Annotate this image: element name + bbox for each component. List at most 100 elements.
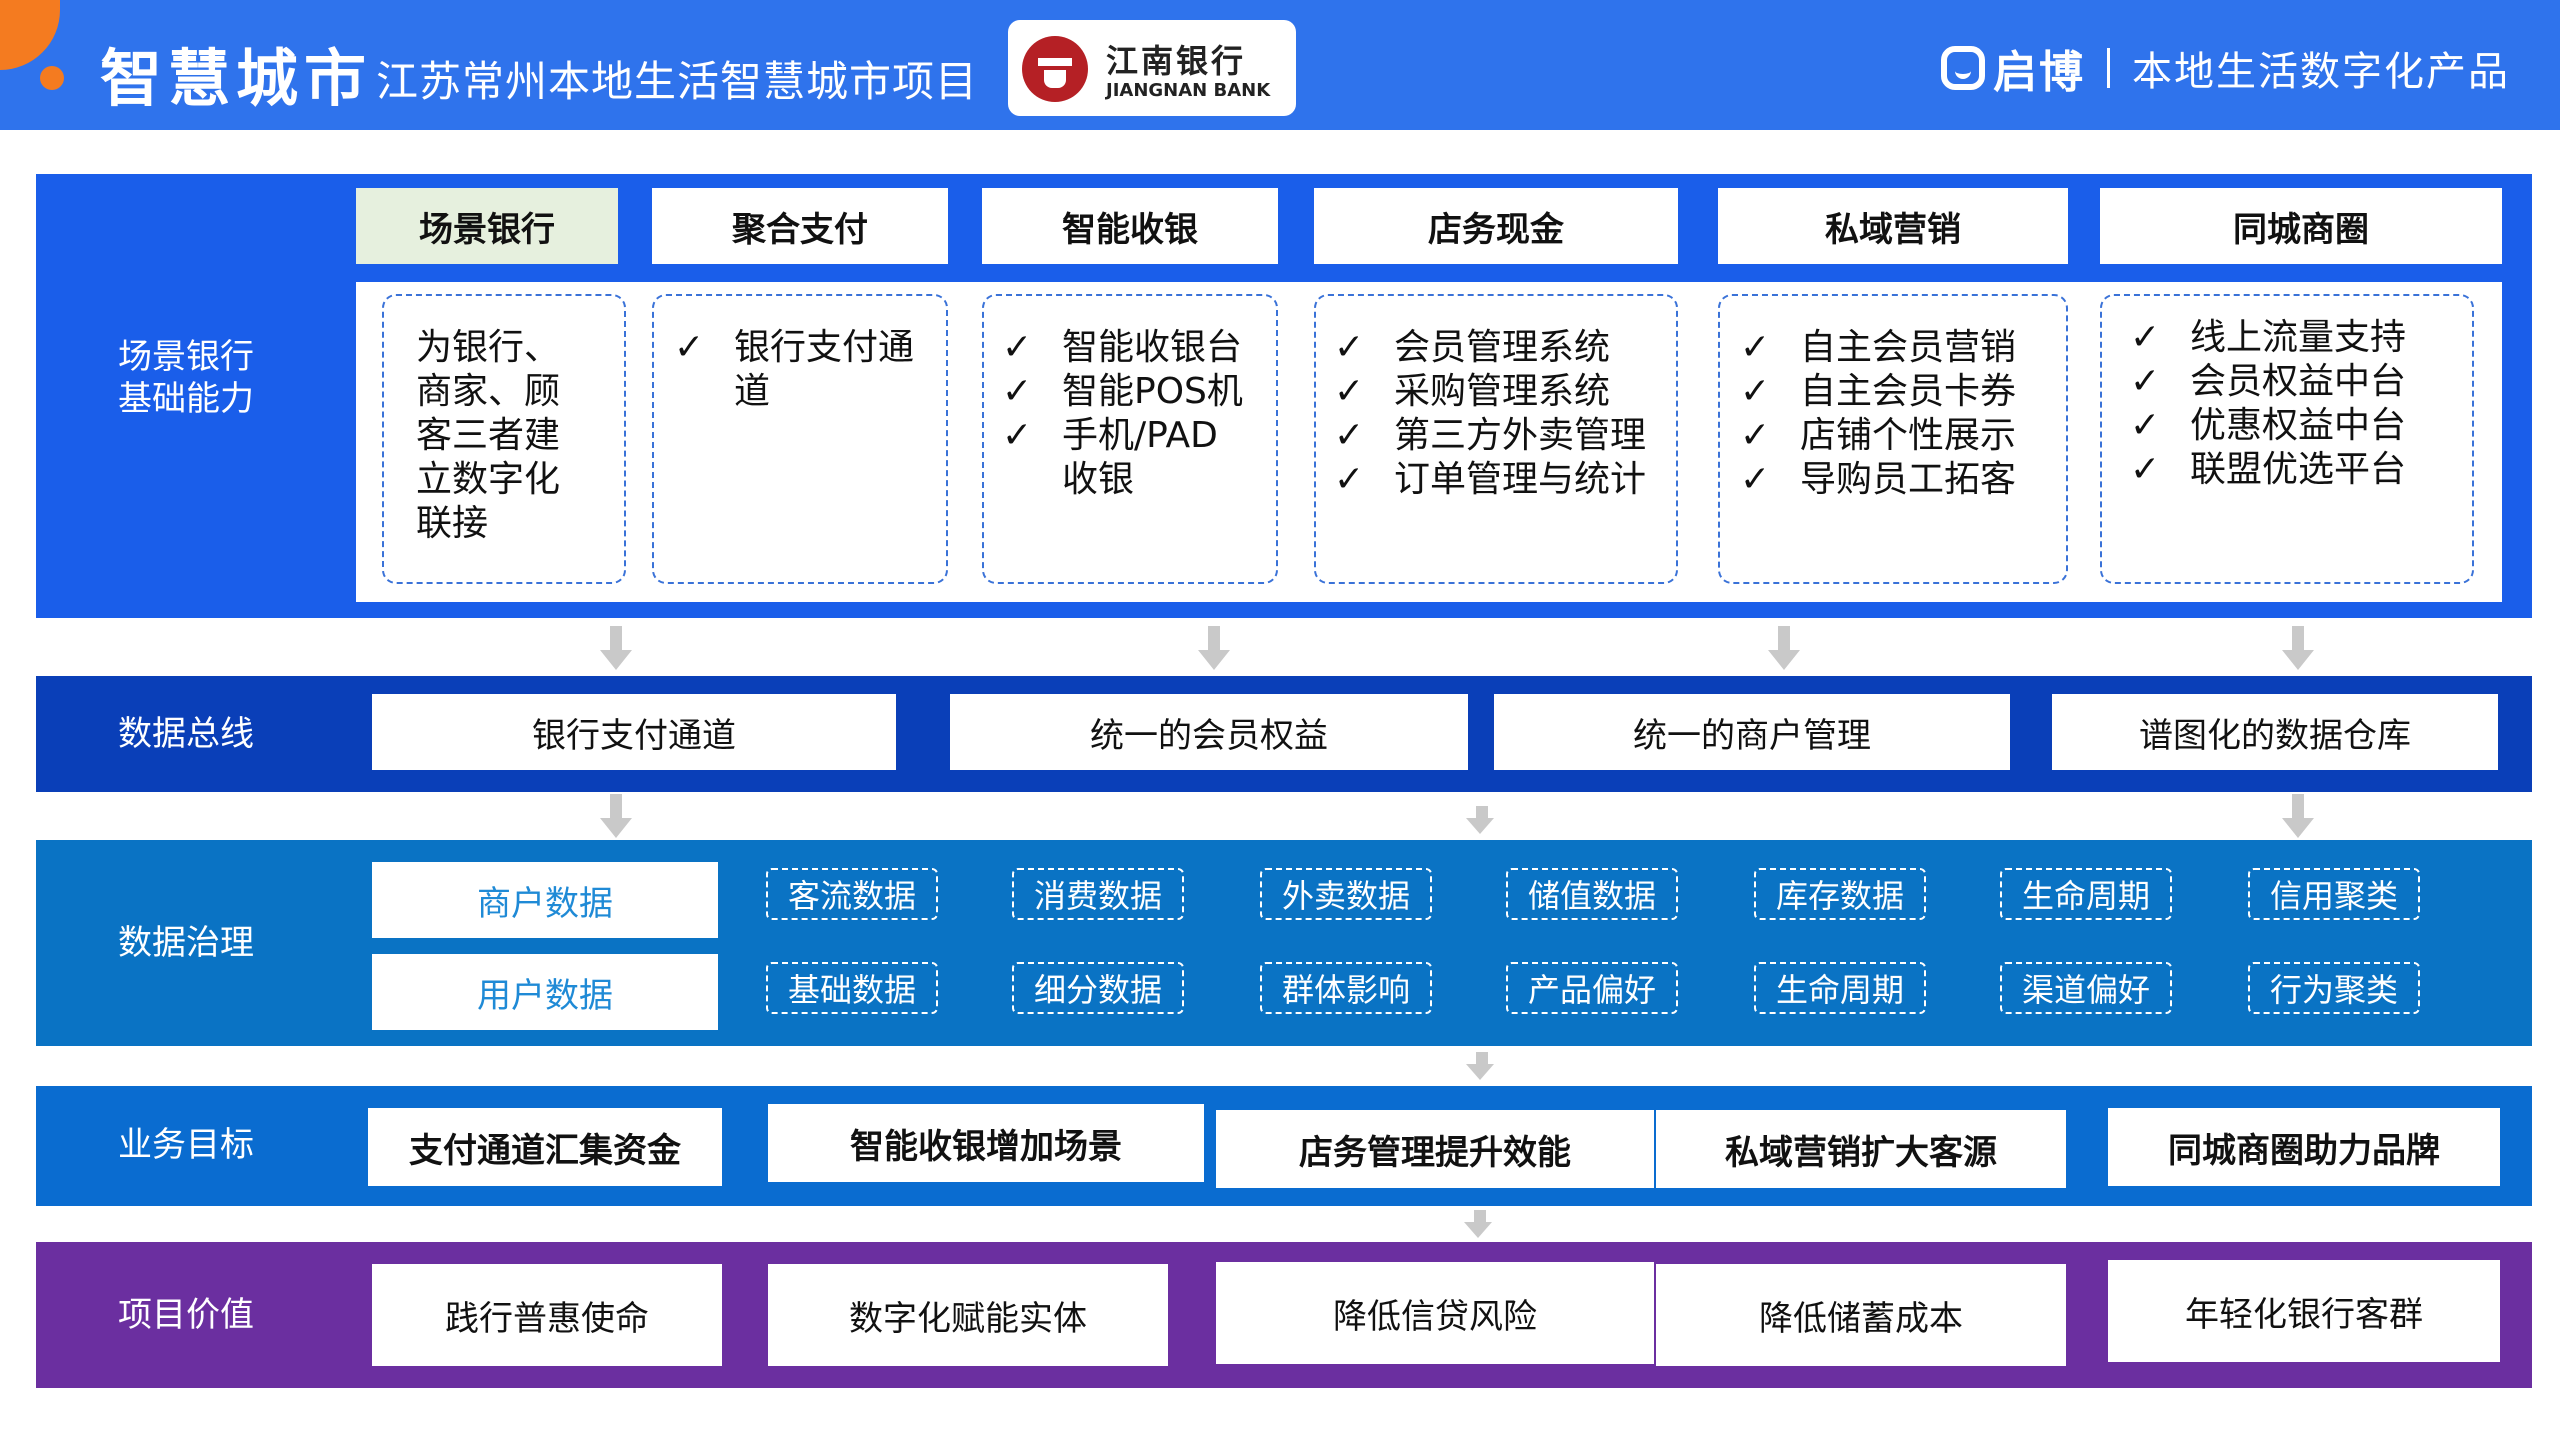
feature-item: ✓第三方外卖管理 — [1334, 415, 1647, 456]
tab-store-cash: 店务现金 — [1314, 188, 1678, 264]
project-value-box: 践行普惠使命 — [372, 1264, 722, 1366]
feature-item: ✓导购员工拓客 — [1740, 459, 2017, 500]
feature-card-store-cash: ✓会员管理系统 ✓采购管理系统 ✓第三方外卖管理 ✓订单管理与统计 — [1314, 294, 1678, 584]
checkmark-icon: ✓ — [1740, 415, 1771, 456]
feature-item: ✓优惠权益中台 — [2130, 405, 2407, 446]
tab-smart-cashier: 智能收银 — [982, 188, 1278, 264]
checkmark-icon: ✓ — [1334, 415, 1365, 456]
scene-bank-capability-band: 场景银行 基础能力 场景银行 聚合支付 智能收银 店务现金 私域营销 同城商圈 … — [36, 174, 2532, 618]
brand-divider — [2107, 48, 2110, 88]
down-arrow-icon — [1464, 1210, 1496, 1240]
data-bus-box: 银行支付通道 — [372, 694, 896, 770]
feature-item: ✓自主会员营销 — [1740, 327, 2017, 368]
tab-scene-bank: 场景银行 — [356, 188, 618, 264]
intro-line: 立数字化 — [416, 459, 561, 500]
data-tag: 储值数据 — [1506, 868, 1678, 920]
feature-item: ✓线上流量支持 — [2130, 317, 2407, 358]
business-goals-band: 业务目标 支付通道汇集资金 智能收银增加场景 店务管理提升效能 私域营销扩大客源… — [36, 1086, 2532, 1206]
page-subtitle: 江苏常州本地生活智慧城市项目 — [376, 57, 979, 106]
feature-item: ✓订单管理与统计 — [1334, 459, 1647, 500]
page-title: 智慧城市 — [100, 42, 373, 115]
brand-name: 启博 — [1993, 47, 2085, 98]
data-tag: 渠道偏好 — [2000, 962, 2172, 1014]
feature-item-continued: 收银 — [1062, 459, 1135, 500]
project-value-box: 降低信贷风险 — [1216, 1262, 1654, 1364]
data-tag: 外卖数据 — [1260, 868, 1432, 920]
feature-item: ✓联盟优选平台 — [2130, 449, 2407, 490]
qibo-logo-icon — [1941, 46, 1985, 90]
checkmark-icon: ✓ — [1002, 327, 1033, 368]
section5-label: 项目价值 — [118, 1295, 254, 1335]
checkmark-icon: ✓ — [1740, 371, 1771, 412]
section1-label: 场景银行 基础能力 — [76, 336, 296, 420]
data-tag: 信用聚类 — [2248, 868, 2420, 920]
tab-aggregate-payment: 聚合支付 — [652, 188, 948, 264]
feature-item-continued: 道 — [734, 371, 771, 412]
corner-decoration — [0, 0, 60, 70]
section1-label-line1: 场景银行 — [118, 337, 254, 377]
project-value-box: 数字化赋能实体 — [768, 1264, 1168, 1366]
brand-block: 启博 本地生活数字化产品 — [1941, 40, 2510, 98]
section3-label: 数据治理 — [118, 923, 254, 963]
title-dot-icon — [40, 66, 64, 90]
intro-line: 客三者建 — [416, 415, 561, 456]
checkmark-icon: ✓ — [1002, 371, 1033, 412]
data-bus-band: 数据总线 银行支付通道 统一的会员权益 统一的商户管理 谱图化的数据仓库 — [36, 676, 2532, 792]
data-tag: 库存数据 — [1754, 868, 1926, 920]
business-goal-box: 同城商圈助力品牌 — [2108, 1108, 2500, 1186]
brand-tagline: 本地生活数字化产品 — [2132, 49, 2510, 95]
merchant-data-box: 商户数据 — [372, 862, 718, 938]
feature-item: ✓智能收银台 — [1002, 327, 1243, 368]
down-arrow-icon — [1768, 626, 1800, 672]
feature-item: ✓采购管理系统 — [1334, 371, 1611, 412]
feature-item: ✓店铺个性展示 — [1740, 415, 2017, 456]
section4-label: 业务目标 — [118, 1125, 254, 1165]
data-bus-box: 统一的商户管理 — [1494, 694, 2010, 770]
intro-line: 为银行、 — [416, 327, 561, 368]
down-arrow-icon — [2282, 794, 2314, 840]
feature-item: ✓会员权益中台 — [2130, 361, 2407, 402]
data-bus-box: 谱图化的数据仓库 — [2052, 694, 2498, 770]
down-arrow-icon — [1198, 626, 1230, 672]
down-arrow-icon — [2282, 626, 2314, 672]
data-tag: 基础数据 — [766, 962, 938, 1014]
down-arrow-icon — [600, 626, 632, 672]
project-value-band: 项目价值 践行普惠使命 数字化赋能实体 降低信贷风险 降低储蓄成本 年轻化银行客… — [36, 1242, 2532, 1388]
project-value-box: 降低储蓄成本 — [1656, 1264, 2066, 1366]
data-governance-band: 数据治理 商户数据 用户数据 客流数据 消费数据 外卖数据 储值数据 库存数据 … — [36, 840, 2532, 1046]
business-goal-box: 店务管理提升效能 — [1216, 1110, 1654, 1188]
intro-line: 商家、顾 — [416, 371, 561, 412]
checkmark-icon: ✓ — [2130, 449, 2161, 490]
bank-name-cn: 江南银行 — [1106, 42, 1247, 80]
data-tag: 细分数据 — [1012, 962, 1184, 1014]
checkmark-icon: ✓ — [1334, 459, 1365, 500]
checkmark-icon: ✓ — [2130, 405, 2161, 446]
checkmark-icon: ✓ — [1002, 415, 1033, 456]
checkmark-icon: ✓ — [1740, 459, 1771, 500]
feature-item: ✓会员管理系统 — [1334, 327, 1611, 368]
bank-emblem-icon — [1022, 36, 1088, 102]
down-arrow-icon — [1466, 806, 1498, 836]
business-goal-box: 支付通道汇集资金 — [368, 1108, 722, 1186]
tab-private-marketing: 私域营销 — [1718, 188, 2068, 264]
feature-card-scene-bank: 为银行、 商家、顾 客三者建 立数字化 联接 — [382, 294, 626, 584]
data-tag: 群体影响 — [1260, 962, 1432, 1014]
feature-item: ✓手机/PAD — [1002, 415, 1218, 456]
checkmark-icon: ✓ — [2130, 361, 2161, 402]
section1-label-line2: 基础能力 — [118, 379, 254, 419]
feature-card-private-marketing: ✓自主会员营销 ✓自主会员卡券 ✓店铺个性展示 ✓导购员工拓客 — [1718, 294, 2068, 584]
header-bar: 智慧城市 江苏常州本地生活智慧城市项目 江南银行 JIANGNAN BANK 启… — [0, 0, 2560, 130]
intro-line: 联接 — [416, 503, 489, 544]
business-goal-box: 智能收银增加场景 — [768, 1104, 1204, 1182]
data-tag: 生命周期 — [2000, 868, 2172, 920]
checkmark-icon: ✓ — [1334, 371, 1365, 412]
project-value-box: 年轻化银行客群 — [2108, 1260, 2500, 1362]
checkmark-icon: ✓ — [674, 327, 705, 368]
data-tag: 消费数据 — [1012, 868, 1184, 920]
user-data-box: 用户数据 — [372, 954, 718, 1030]
down-arrow-icon — [600, 794, 632, 840]
feature-card-aggregate-payment: ✓银行支付通 道 — [652, 294, 948, 584]
bank-name-en: JIANGNAN BANK — [1106, 80, 1271, 101]
data-bus-box: 统一的会员权益 — [950, 694, 1468, 770]
data-tag: 产品偏好 — [1506, 962, 1678, 1014]
